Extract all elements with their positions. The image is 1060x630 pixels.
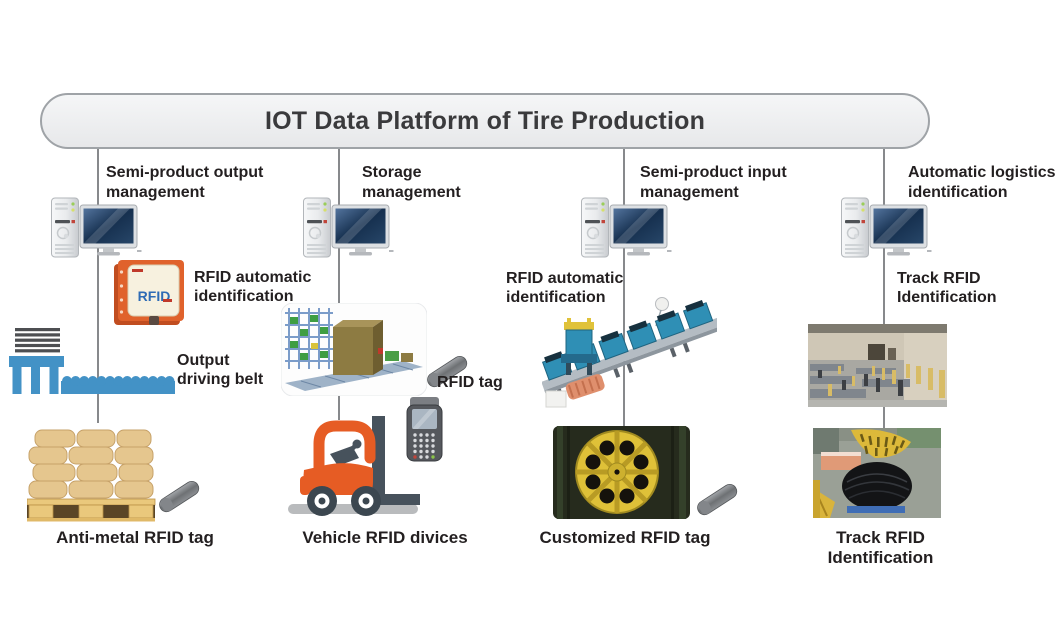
track-identification-photo	[813, 428, 941, 518]
column-header-input-management: Semi-product input management	[640, 164, 787, 201]
customized-tag-label: Customized RFID tag	[539, 528, 711, 547]
connector-line-col4	[883, 149, 885, 430]
forklift-illustration	[288, 416, 420, 516]
connector-line-col1	[97, 149, 99, 423]
column-header-logistics: Automatic logistics identification	[908, 164, 1056, 201]
computer-icon-col1	[50, 197, 142, 258]
track-rfid-label: Track RFID Identification	[897, 270, 997, 306]
rfid-reader-device: RFID	[114, 260, 184, 325]
computer-icon-col3	[580, 197, 672, 258]
belt-pillars-icon	[9, 356, 64, 394]
computer-icon-col2	[302, 197, 394, 258]
production-line-illustration	[542, 297, 717, 408]
rfid-device-text: RFID	[138, 288, 171, 304]
track-identification-label: Track RFID Identification	[827, 528, 934, 567]
customized-tag-illustration	[553, 426, 690, 519]
computer-icon-col4	[840, 197, 932, 258]
connector-line-col2	[338, 149, 340, 420]
platform-title: IOT Data Platform of Tire Production	[264, 106, 706, 135]
pallet-illustration	[27, 429, 156, 522]
output-belt-label: Output driving belt	[177, 352, 264, 388]
anti-metal-tag-label: Anti-metal RFID tag	[56, 528, 214, 547]
rfid-reader-label: RFID automatic identification	[194, 269, 312, 305]
warehouse-illustration	[281, 303, 427, 396]
column-header-output-management: Semi-product output management	[106, 164, 264, 201]
stack-stripes-icon	[15, 328, 60, 353]
platform-header: IOT Data Platform of Tire Production	[40, 93, 930, 149]
factory-hall-photo	[808, 324, 947, 407]
rfid-tag-cylinder-col1	[156, 478, 202, 515]
rfid-tag-cylinder-col3	[694, 481, 740, 518]
rfid-tag-label: RFID tag	[437, 374, 503, 391]
conveyor-belt-icon	[61, 376, 175, 394]
connector-line-col3	[623, 149, 625, 429]
handheld-scanner-icon	[406, 397, 443, 462]
machine-rfid-label: RFID automatic identification	[506, 270, 624, 306]
vehicle-rfid-label: Vehicle RFID divices	[302, 528, 468, 547]
column-header-storage-management: Storage management	[362, 164, 461, 201]
